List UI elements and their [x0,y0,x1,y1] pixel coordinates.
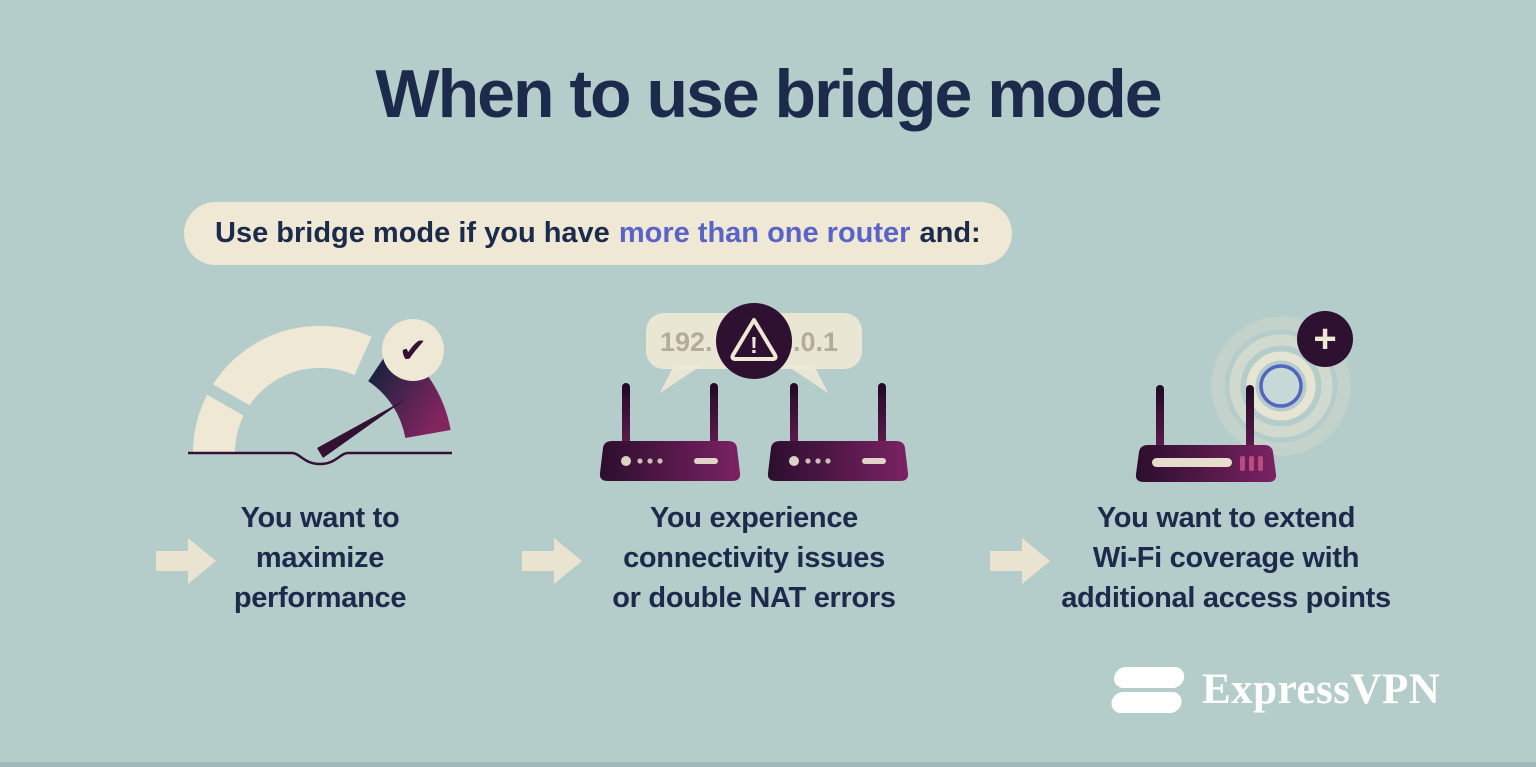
brand-name: ExpressVPN [1202,665,1441,713]
router-left [599,383,741,481]
caption-connectivity: You experience connectivity issues or do… [524,498,984,618]
brand-logo: ExpressVPN [1106,660,1440,718]
arrow-icon [156,538,216,584]
caption-line: performance [233,582,407,614]
antenna-icon [790,383,798,445]
caption-line: or double NAT errors [612,582,896,614]
caption-line: You want to extend [1096,502,1356,534]
routers-conflict-illustration: 192. 6.0.1 ! [599,303,909,481]
router-right [767,383,909,481]
caption-line: You want to [240,502,400,534]
caption-coverage: You want to extend Wi-Fi coverage with a… [996,498,1456,618]
bottom-edge [0,762,1536,767]
antenna-icon [1156,385,1164,449]
caption-line: You experience [649,502,859,534]
caption-line: maximize [255,542,385,574]
caption-performance: You want to maximize performance [90,498,550,618]
antenna-icon [710,383,718,445]
expressvpn-mark-icon [1111,667,1185,713]
warning-exclamation-icon: ! [750,332,758,358]
banner-highlight: more than one router [618,217,911,249]
caption-line: Wi-Fi coverage with [1092,542,1360,574]
extension-node-icon [1259,364,1303,408]
plus-icon: + [1313,317,1336,361]
caption-line: connectivity issues [623,542,885,574]
antenna-icon [1246,385,1254,449]
check-badge [382,319,444,381]
access-point-router [1135,385,1277,482]
warning-triangle-icon [730,318,778,361]
wifi-rings-icon [1211,316,1351,456]
intro-banner: Use bridge mode if you have more than on… [184,202,1012,265]
caption-line: additional access points [1061,582,1391,614]
gauge-arc [192,325,372,454]
gauge-needle-icon [317,399,406,458]
antenna-icon [878,383,886,445]
antenna-icon [622,383,630,445]
arrow-icon [522,538,582,584]
ip-text-left: 192. [660,327,713,357]
page-title: When to use bridge mode [375,56,1162,132]
arrow-icon [990,538,1050,584]
plus-badge: + [1297,311,1353,367]
banner-text-prefix: Use bridge mode if you have [215,217,610,249]
gauge-baseline [188,451,452,466]
warning-badge: ! [716,303,792,379]
wifi-extender-illustration: + [1135,311,1353,482]
banner-text-suffix: and: [919,217,981,249]
check-icon: ✔ [399,332,428,370]
speedometer-illustration: ✔ [188,319,452,466]
gauge-segment-gap [201,380,273,430]
